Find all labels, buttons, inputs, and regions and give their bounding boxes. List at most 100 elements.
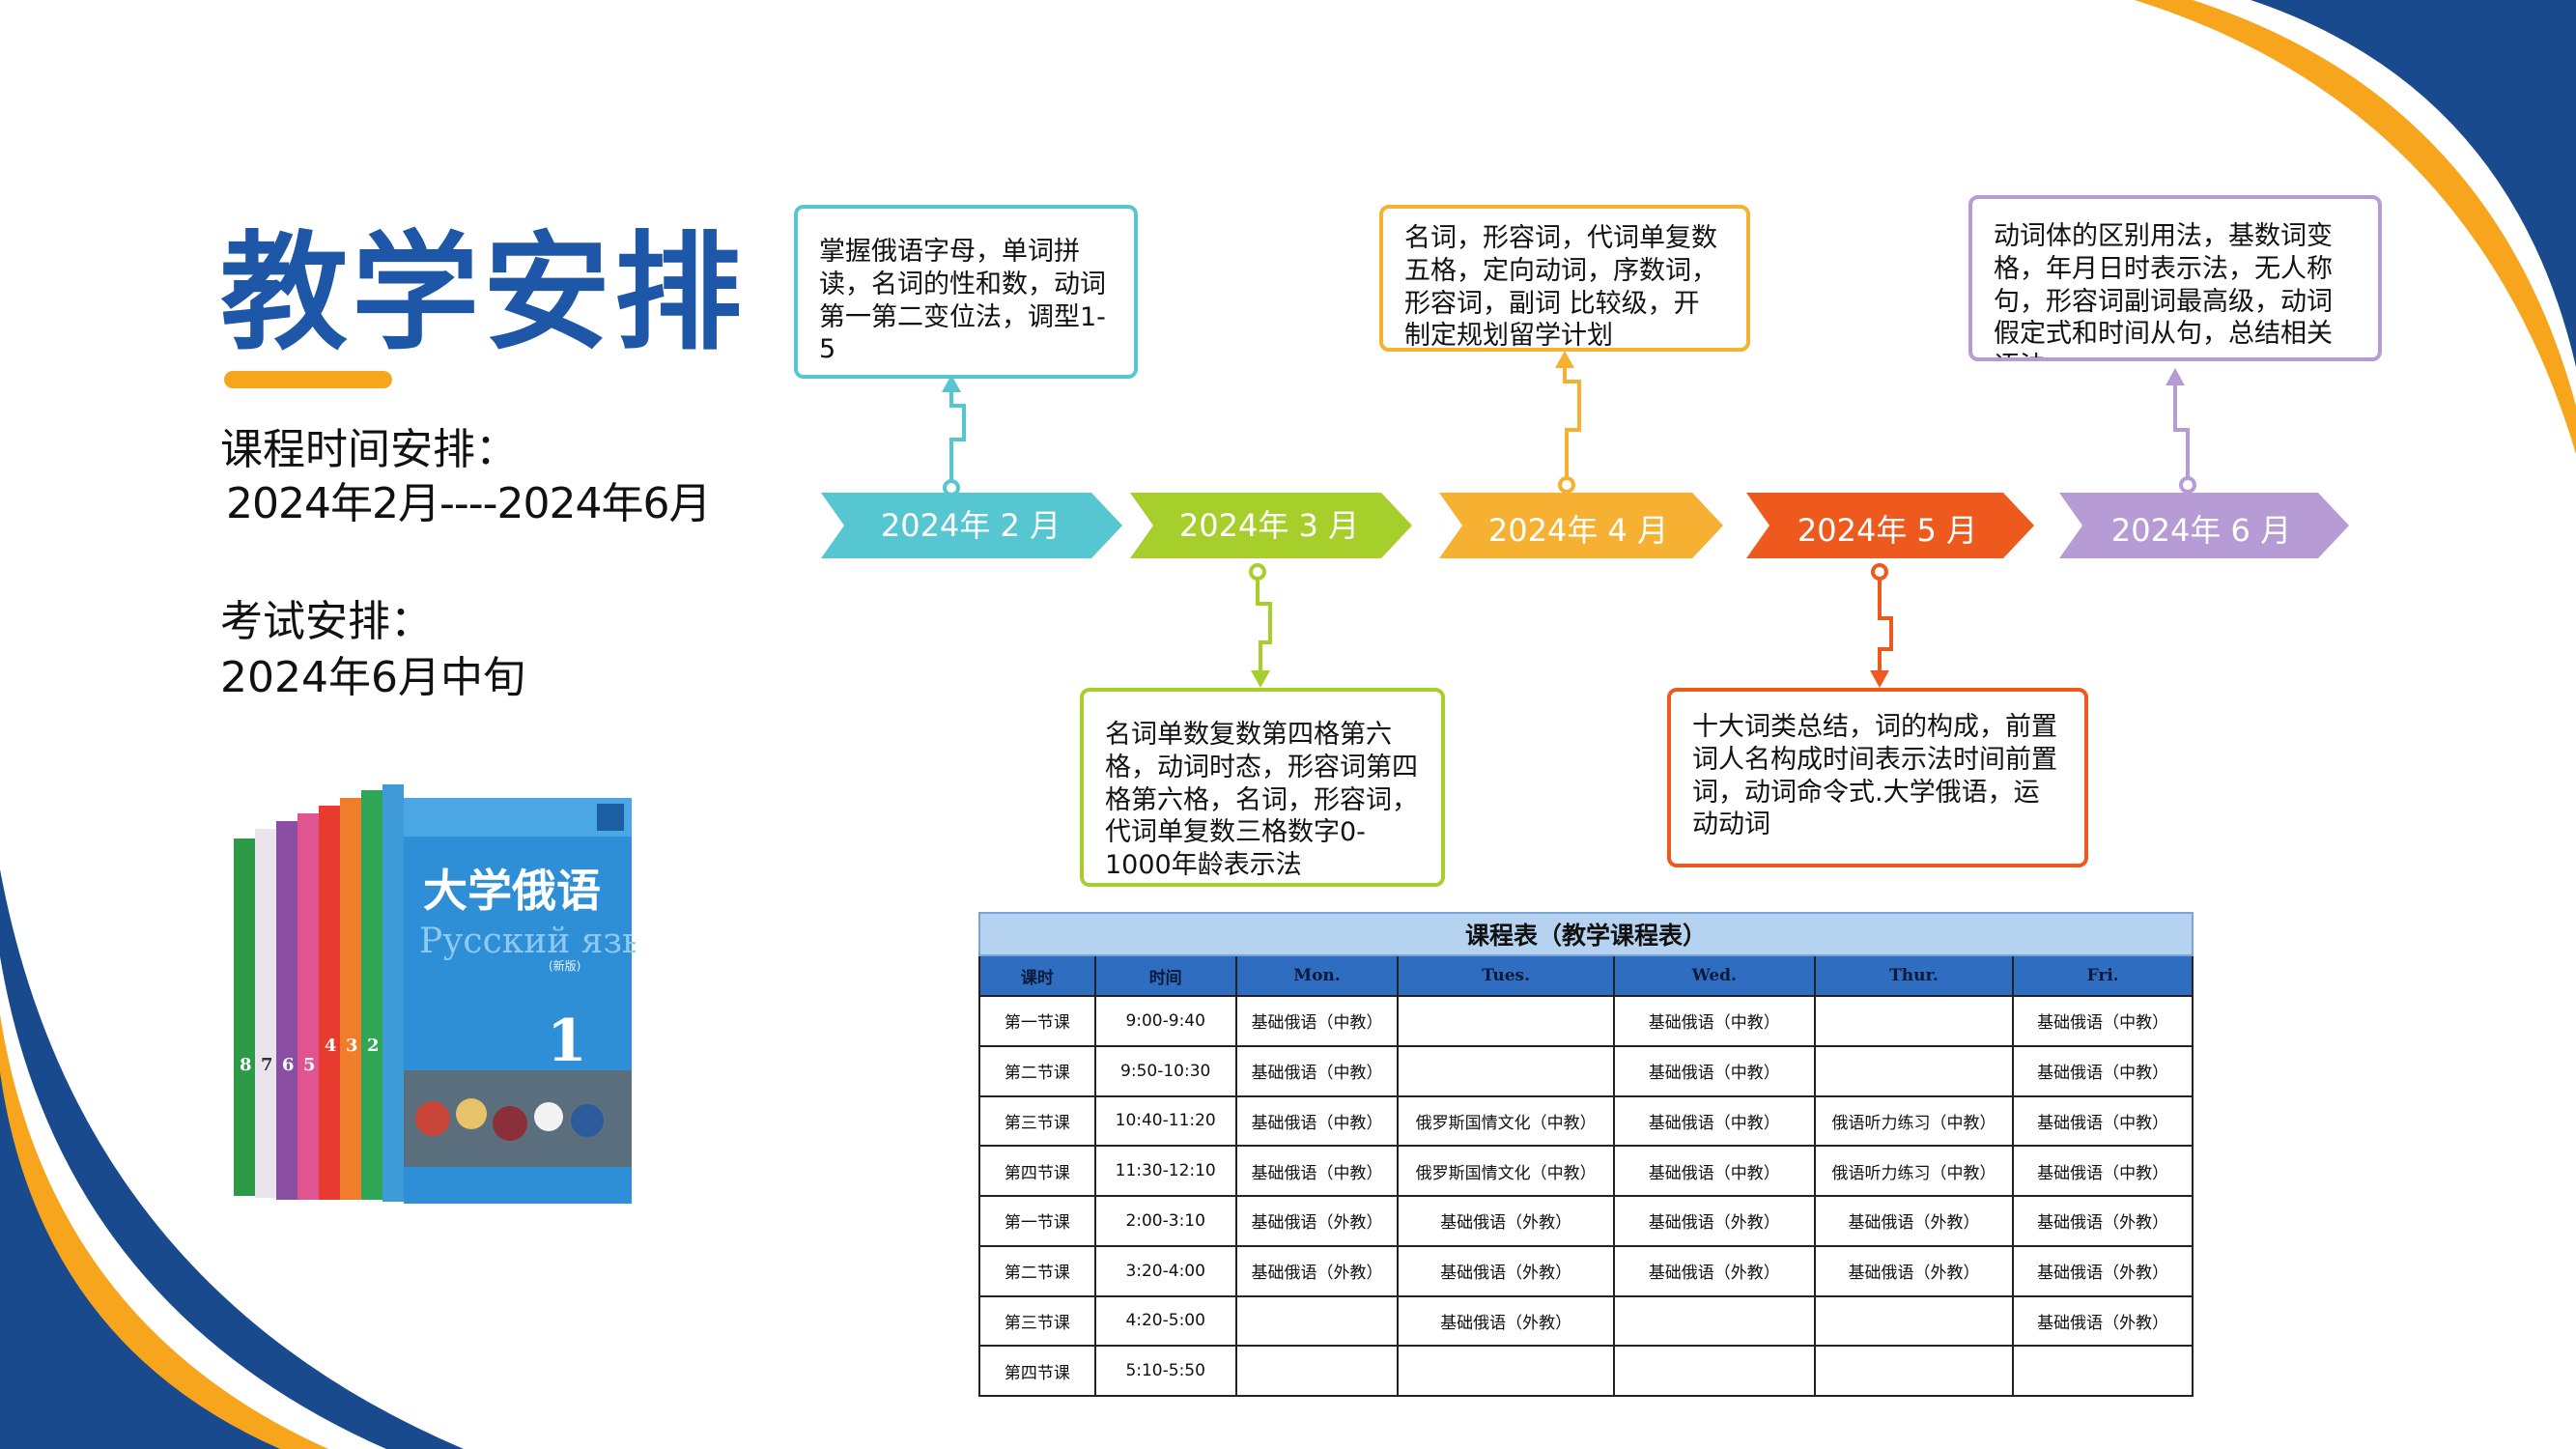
spine-number: 5 [303, 1055, 316, 1075]
table-cell [1234, 1345, 1400, 1397]
timeline-box-may: 十大词类总结，词的构成，前置词人名构成时间表示法时间前置词，动词命令式.大学俄语… [1667, 688, 2088, 867]
table-cell: 基础俄语（外教） [1813, 1244, 2015, 1297]
month-label-apr: 2024年 4 月 [1487, 512, 1669, 549]
table-row: 第一节课 9:00-9:40 基础俄语（中教） 基础俄语（中教） 基础俄语（中教… [978, 995, 2194, 1047]
course-time-label: 课程时间安排： [220, 425, 518, 474]
table-cell: 基础俄语（外教） [1234, 1195, 1400, 1247]
table-cell [1397, 995, 1615, 1047]
table-cell: 基础俄语（中教） [1234, 995, 1400, 1047]
timeline-box-feb: 掌握俄语字母，单词拼读，名词的性和数，动词第一第二变位法，调型1-5 [794, 205, 1138, 379]
table-cell: 基础俄语（外教） [2012, 1195, 2194, 1247]
table-cell [1813, 1044, 2015, 1097]
table-cell: 基础俄语（中教） [1612, 1094, 1816, 1148]
spine-number: 8 [240, 1055, 252, 1075]
schedule-header-mon: Mon. [1234, 954, 1400, 997]
table-row: 第四节课 11:30-12:10 基础俄语（中教） 俄罗斯国情文化（中教） 基础… [978, 1145, 2194, 1197]
month-label-jun: 2024年 6 月 [2110, 512, 2292, 549]
month-label-mar: 2024年 3 月 [1178, 507, 1360, 544]
timeline-arrow-jun [2059, 493, 2349, 558]
schedule-header-time: 时间 [1093, 954, 1237, 997]
month-label-may: 2024年 5 月 [1797, 512, 1978, 549]
timeline-arrow-may [1746, 493, 2034, 558]
table-row: 第二节课 3:20-4:00 基础俄语（外教） 基础俄语（外教） 基础俄语（外教… [978, 1244, 2194, 1297]
table-cell: 基础俄语（中教） [1234, 1094, 1400, 1148]
spine-number: 6 [282, 1055, 295, 1075]
schedule-header-period: 课时 [978, 954, 1096, 997]
table-cell [1612, 1345, 1816, 1397]
table-cell [1813, 1294, 2015, 1348]
table-cell: 基础俄语（外教） [2012, 1244, 2194, 1297]
table-row: 第三节课 4:20-5:00 基础俄语（外教） 基础俄语（外教） [978, 1294, 2194, 1348]
table-cell [2012, 1345, 2194, 1397]
book-cover-title: 大学俄语 [423, 865, 601, 917]
table-cell: 第二节课 [978, 1044, 1096, 1097]
table-cell: 10:40-11:20 [1093, 1094, 1237, 1148]
exam-label: 考试安排： [220, 597, 433, 646]
course-schedule-table: 课程表（教学课程表） 课时 时间 Mon. Tues. Wed. Thur. F… [978, 912, 2194, 1397]
table-cell: 第一节课 [978, 995, 1096, 1047]
spine-number: 4 [325, 1036, 337, 1056]
table-cell: 基础俄语（外教） [1813, 1195, 2015, 1247]
table-cell [1813, 995, 2015, 1047]
table-cell: 2:00-3:10 [1093, 1195, 1237, 1247]
timeline-box-jun: 动词体的区别用法，基数词变格，年月日时表示法，无人称句，形容词副词最高级，动词假… [1968, 195, 2382, 361]
textbook-image: 8 7 6 5 4 3 2 大学俄语 Русский язык (新版) 1 [234, 784, 636, 1204]
table-cell [1234, 1294, 1400, 1348]
table-cell: 第三节课 [978, 1094, 1096, 1148]
table-cell: 基础俄语（外教） [1397, 1294, 1615, 1348]
schedule-header-thur: Thur. [1813, 954, 2015, 997]
timeline-arrow-apr [1439, 493, 1723, 558]
table-cell [1397, 1044, 1615, 1097]
table-cell: 基础俄语（外教） [1612, 1195, 1816, 1247]
table-cell: 俄罗斯国情文化（中教） [1397, 1145, 1615, 1197]
table-cell: 基础俄语（外教） [1397, 1195, 1615, 1247]
timeline-box-apr: 名词，形容词，代词单复数五格，定向动词，序数词，形容词，副词 比较级，开制定规划… [1379, 205, 1750, 352]
table-cell: 第三节课 [978, 1294, 1096, 1348]
table-cell: 基础俄语（中教） [1612, 995, 1816, 1047]
table-cell: 第四节课 [978, 1145, 1096, 1197]
table-cell: 基础俄语（中教） [2012, 1094, 2194, 1148]
spine-number: 3 [346, 1036, 358, 1056]
table-row: 第四节课 5:10-5:50 [978, 1345, 2194, 1397]
book-cover-edition: (新版) [549, 958, 580, 973]
table-cell: 基础俄语（中教） [2012, 995, 2194, 1047]
table-cell: 基础俄语（中教） [2012, 1145, 2194, 1197]
table-cell: 第四节课 [978, 1345, 1096, 1397]
table-cell: 基础俄语（外教） [1612, 1244, 1816, 1297]
table-cell: 俄语听力练习（中教） [1813, 1094, 2015, 1148]
page-title: 教学安排 [220, 219, 746, 368]
table-cell [1612, 1294, 1816, 1348]
table-cell: 俄语听力练习（中教） [1813, 1145, 2015, 1197]
table-cell: 基础俄语（中教） [1234, 1044, 1400, 1097]
exam-value: 2024年6月中旬 [220, 653, 525, 702]
table-row: 第三节课 10:40-11:20 基础俄语（中教） 俄罗斯国情文化（中教） 基础… [978, 1094, 2194, 1148]
table-cell: 第一节课 [978, 1195, 1096, 1247]
table-cell: 基础俄语（中教） [2012, 1044, 2194, 1097]
table-cell: 基础俄语（外教） [1397, 1244, 1615, 1297]
table-cell: 基础俄语（中教） [1234, 1145, 1400, 1197]
table-cell: 第二节课 [978, 1244, 1096, 1297]
course-time-value: 2024年2月----2024年6月 [226, 479, 711, 528]
table-cell [1397, 1345, 1615, 1397]
title-underline [224, 371, 392, 388]
table-row: 第二节课 9:50-10:30 基础俄语（中教） 基础俄语（中教） 基础俄语（中… [978, 1044, 2194, 1097]
table-cell: 11:30-12:10 [1093, 1145, 1237, 1197]
book-cover-volume: 1 [547, 1008, 587, 1075]
schedule-header-tues: Tues. [1397, 954, 1615, 997]
table-row: 第一节课 2:00-3:10 基础俄语（外教） 基础俄语（外教） 基础俄语（外教… [978, 1195, 2194, 1247]
table-cell: 9:50-10:30 [1093, 1044, 1237, 1097]
book-cover-subtitle: Русский язык [419, 922, 636, 961]
spine-number: 7 [261, 1055, 273, 1075]
table-cell: 3:20-4:00 [1093, 1244, 1237, 1297]
timeline-arrow-feb [821, 493, 1122, 558]
table-cell [1813, 1345, 2015, 1397]
table-cell: 基础俄语（中教） [1612, 1044, 1816, 1097]
table-cell: 9:00-9:40 [1093, 995, 1237, 1047]
timeline-box-mar: 名词单数复数第四格第六格，动词时态，形容词第四格第六格，名词，形容词，代词单复数… [1080, 688, 1445, 887]
table-cell: 5:10-5:50 [1093, 1345, 1237, 1397]
table-cell: 4:20-5:00 [1093, 1294, 1237, 1348]
spine-number: 2 [367, 1036, 380, 1056]
timeline-arrow-mar [1130, 493, 1412, 558]
